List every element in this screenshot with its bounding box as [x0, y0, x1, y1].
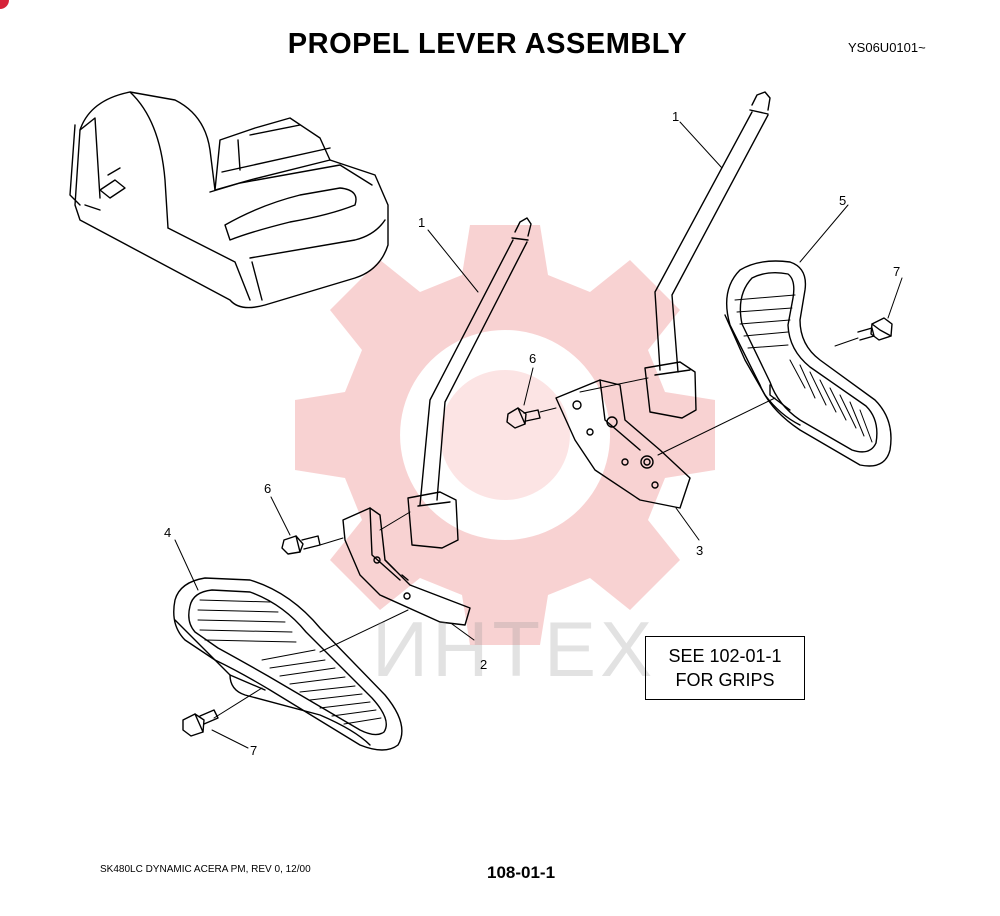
bolt-7-right: [857, 317, 893, 341]
footer-manual-info: SK480LC DYNAMIC ACERA PM, REV 0, 12/00: [100, 864, 311, 875]
left-pedal: [173, 577, 403, 751]
bolt-6-right: [506, 407, 541, 429]
callout-7-right: 7: [893, 264, 901, 279]
bolt-6-left: [281, 535, 321, 555]
left-lever-rod: [407, 217, 532, 549]
callout-4: 4: [164, 525, 172, 540]
right-pedal: [724, 260, 892, 467]
callout-1-left: 1: [418, 215, 426, 230]
corner-mark: [0, 0, 9, 9]
document-code: YS06U0101~: [848, 40, 926, 55]
right-lever-rod: [644, 91, 771, 419]
grips-reference-note: SEE 102-01-1 FOR GRIPS: [645, 636, 805, 700]
bolt-7-left: [182, 709, 219, 737]
page-title: PROPEL LEVER ASSEMBLY: [287, 28, 688, 60]
callout-1-right: 1: [672, 109, 680, 124]
note-line-2: FOR GRIPS: [675, 670, 775, 690]
left-bracket: [342, 507, 471, 626]
leader-lines: [174, 121, 903, 749]
machine-thumbnail: [69, 91, 389, 309]
watermark-gear: [295, 225, 715, 645]
callout-5: 5: [839, 193, 847, 208]
callout-6-left: 6: [264, 481, 272, 496]
callout-2: 2: [480, 657, 488, 672]
callout-7-left: 7: [250, 743, 258, 758]
callout-3: 3: [696, 543, 704, 558]
note-line-1: SEE 102-01-1: [668, 646, 782, 666]
watermark-text: ИНТЕХ: [372, 605, 657, 693]
right-bracket: [555, 379, 691, 509]
callout-6-right: 6: [529, 351, 537, 366]
page-number: 108-01-1: [487, 863, 556, 882]
